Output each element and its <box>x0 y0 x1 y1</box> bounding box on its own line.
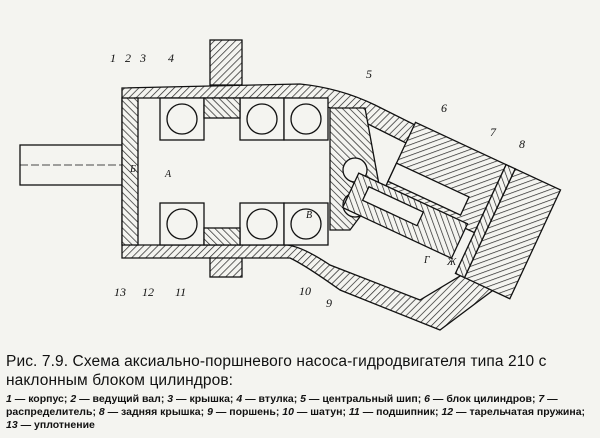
letter-zh: Ж <box>446 257 457 268</box>
label-4: 4 <box>168 51 174 65</box>
letter-b: Б <box>129 164 136 175</box>
label-7: 7 <box>490 125 497 139</box>
label-2: 2 <box>125 51 131 65</box>
bearings <box>159 97 329 246</box>
legend-text: задняя крышка <box>121 406 201 418</box>
legend-number: 6 <box>424 393 430 405</box>
label-12: 12 <box>142 285 154 299</box>
caption-legend: 1 — корпус; 2 — ведущий вал; 3 — крышка;… <box>6 393 586 431</box>
label-11: 11 <box>175 285 186 299</box>
legend-number: 2 <box>70 393 77 405</box>
label-1: 1 <box>110 51 116 65</box>
label-6: 6 <box>441 101 447 115</box>
label-10: 10 <box>299 284 311 298</box>
legend-number: 13 <box>6 419 18 431</box>
legend-text: втулка <box>258 393 294 405</box>
legend-number: 10 <box>282 406 294 418</box>
label-5: 5 <box>366 67 372 81</box>
legend-text: уплотнение <box>34 419 95 431</box>
legend-text: блок цилиндров <box>446 393 532 405</box>
legend-number: 8 <box>98 406 105 418</box>
letter-a: А <box>164 169 172 180</box>
legend-text: центральный шип <box>322 393 418 405</box>
legend-text: шатун <box>310 406 343 418</box>
figure-caption: Рис. 7.9. Схема аксиально-поршневого нас… <box>6 352 596 432</box>
legend-text: крышка <box>189 393 230 405</box>
legend-text: корпус <box>28 393 64 405</box>
distributor <box>454 163 517 279</box>
legend-text: распределитель <box>6 406 93 418</box>
caption-title: Рис. 7.9. Схема аксиально-поршневого нас… <box>6 353 547 389</box>
label-3: 3 <box>139 51 146 65</box>
legend-number: 4 <box>236 393 243 405</box>
part-labels: 1 2 3 4 5 6 7 8 9 10 11 12 13 <box>110 51 525 310</box>
legend-text: подшипник <box>376 406 436 418</box>
legend-text: поршень <box>229 406 276 418</box>
top-mount-lug <box>209 39 243 86</box>
legend-number: 7 <box>538 393 545 405</box>
pump-section-drawing: 1 2 3 4 5 6 7 8 9 10 11 12 13 Б А В Г Ж <box>19 39 562 331</box>
label-13: 13 <box>114 285 126 299</box>
letter-g: Г <box>423 255 430 266</box>
legend-number: 12 <box>441 406 454 418</box>
legend-number: 1 <box>6 393 12 405</box>
legend-number: 3 <box>167 393 174 405</box>
legend-number: 5 <box>300 393 306 405</box>
label-9: 9 <box>326 296 332 310</box>
letter-v: В <box>306 210 312 221</box>
label-8: 8 <box>519 137 525 151</box>
front-cover <box>121 97 139 246</box>
legend-number: 9 <box>207 406 213 418</box>
legend-text: ведущий вал <box>92 393 161 405</box>
legend-text: тарельчатая пружина <box>469 406 582 418</box>
section-letters: Б А В Г Ж <box>129 164 457 268</box>
legend-number: 11 <box>348 406 360 418</box>
